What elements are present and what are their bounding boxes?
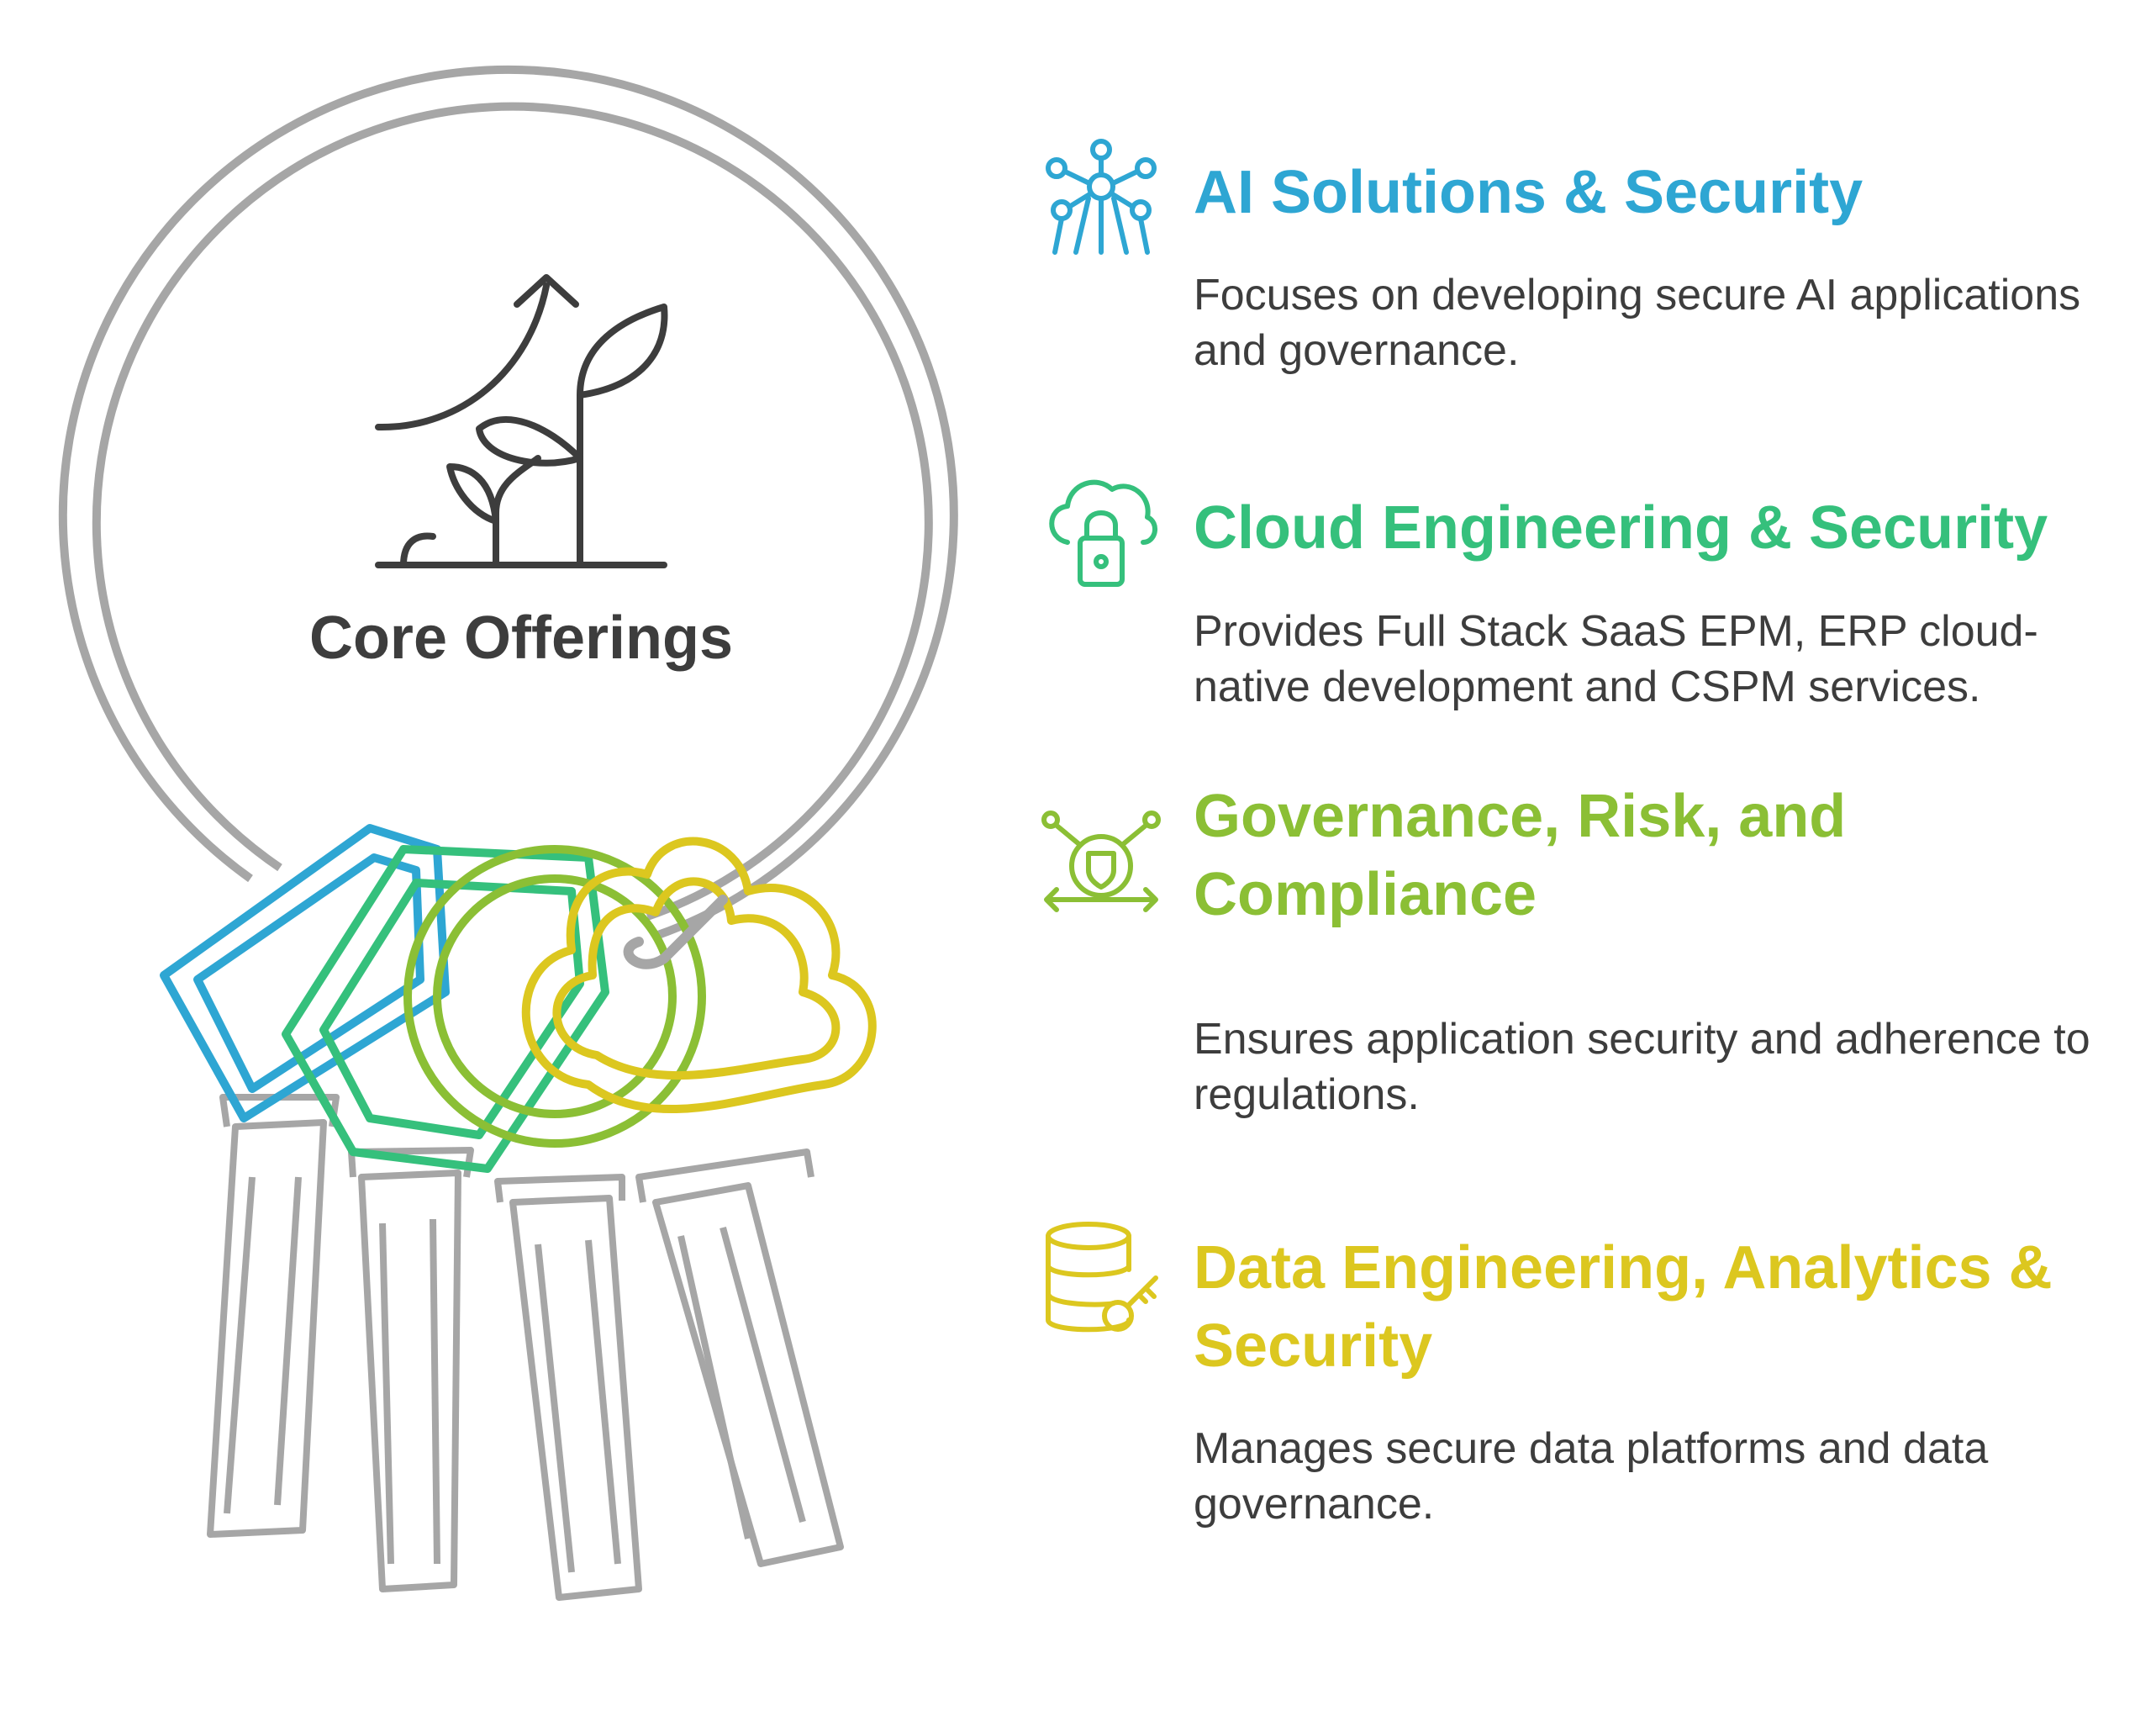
growth-plant-icon [375, 274, 668, 568]
ai-network-icon [1046, 139, 1157, 255]
key-yellow [521, 837, 877, 1567]
offering-heading-grc-line1: Governance, Risk, and [1194, 783, 1847, 850]
offering-heading-data-line2: Security [1194, 1312, 1433, 1380]
offering-heading-ai: AI Solutions & Security [1194, 159, 1863, 226]
key-green [282, 845, 609, 1592]
offering-description-cloud: Provides Full Stack SaaS EPM, ERP cloud-… [1194, 607, 2038, 711]
cloud-lock-icon [1049, 479, 1157, 587]
offering-description-data: Manages secure data platforms and data g… [1194, 1424, 1989, 1529]
key-ring [58, 65, 958, 939]
hub-title: Core Offerings [308, 605, 734, 672]
key-blue [160, 824, 450, 1538]
offering-description-ai: Focuses on developing secure AI applicat… [1194, 271, 2081, 375]
database-key-icon [1046, 1222, 1158, 1333]
shield-network-icon [1041, 811, 1161, 912]
key-ring-link [623, 895, 728, 969]
offering-description-grc: Ensures application security and adheren… [1194, 1015, 2090, 1119]
key-lime [403, 845, 706, 1601]
offering-heading-grc-line2: Compliance [1194, 861, 1537, 928]
offering-heading-data-line1: Data Engineering, Analytics & [1194, 1234, 2053, 1302]
offering-heading-cloud: Cloud Engineering & Security [1194, 494, 2048, 562]
